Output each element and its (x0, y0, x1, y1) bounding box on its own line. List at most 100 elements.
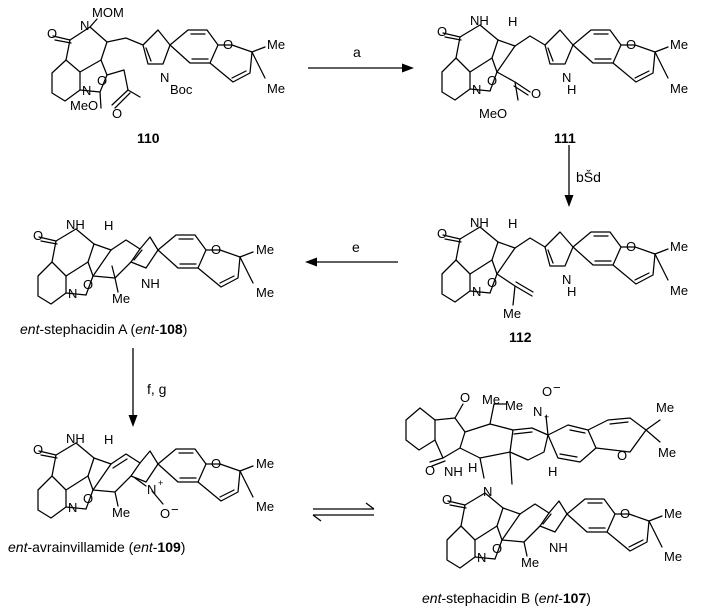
svg-text:H: H (468, 460, 477, 475)
svg-text:H: H (567, 82, 576, 97)
svg-text:+: + (158, 478, 163, 488)
svg-text:−: − (171, 502, 179, 517)
svg-text:O: O (47, 26, 57, 41)
label-ent-avrainvillamide: ent-avrainvillamide (ent-109) (8, 539, 185, 555)
svg-text:N: N (147, 482, 156, 497)
svg-text:Me: Me (267, 37, 285, 52)
structure-ent-avrainvillamide: O NH H N O Me N + O − O Me Me ent-avrain… (8, 431, 274, 555)
svg-text:N: N (472, 284, 481, 299)
label-112: 112 (509, 329, 532, 345)
svg-text:O: O (492, 541, 502, 556)
svg-text:Me: Me (656, 400, 674, 415)
svg-text:O: O (487, 73, 497, 88)
svg-text:O: O (211, 456, 221, 471)
svg-text:−: − (553, 380, 561, 395)
svg-text:O: O (97, 73, 107, 88)
svg-text:Me: Me (670, 283, 688, 298)
svg-text:N: N (160, 70, 169, 85)
svg-text:MeO: MeO (70, 98, 98, 113)
svg-text:O: O (83, 277, 93, 292)
svg-text:Me: Me (267, 81, 285, 96)
svg-text:O: O (112, 106, 122, 121)
svg-text:MOM: MOM (92, 5, 124, 20)
svg-text:NH: NH (444, 464, 463, 479)
svg-text:O: O (160, 506, 170, 521)
svg-text:+: + (544, 412, 549, 422)
svg-text:Me: Me (256, 456, 274, 471)
svg-text:NH: NH (470, 215, 489, 230)
equilibrium-arrow (312, 502, 375, 522)
svg-text:Me: Me (664, 506, 682, 521)
svg-text:N: N (562, 272, 571, 287)
svg-text:Me: Me (503, 306, 521, 321)
arrow-a: a (308, 44, 414, 73)
svg-text:O: O (33, 442, 43, 457)
arrow-bd: bŠd (564, 145, 601, 207)
svg-text:H: H (104, 432, 113, 447)
svg-text:N: N (80, 18, 89, 33)
reagent-bd: bŠd (576, 169, 601, 185)
svg-text:O: O (620, 506, 630, 521)
svg-text:N: N (477, 550, 486, 565)
svg-text:Me: Me (256, 285, 274, 300)
svg-text:Me: Me (658, 445, 676, 460)
svg-text:Me: Me (256, 242, 274, 257)
svg-text:O: O (437, 226, 447, 241)
svg-text:Me: Me (112, 505, 130, 520)
svg-text:Me: Me (256, 499, 274, 514)
svg-text:O: O (211, 242, 221, 257)
svg-text:Boc: Boc (170, 82, 193, 97)
svg-text:O: O (531, 86, 541, 101)
svg-text:N: N (68, 286, 77, 301)
svg-text:N: N (82, 83, 91, 98)
svg-text:O: O (437, 24, 447, 39)
label-ent-stephacidin-a: ent-stephacidin A (ent-108) (20, 321, 187, 337)
svg-text:Me: Me (482, 392, 500, 407)
svg-text:Me: Me (670, 81, 688, 96)
svg-text:O: O (487, 275, 497, 290)
svg-text:H: H (548, 464, 557, 479)
arrow-fg: f, g (128, 348, 166, 427)
svg-text:Me: Me (521, 555, 539, 570)
svg-text:H: H (567, 284, 576, 299)
structure-112: O NH H N O Me N H O Me Me 112 (437, 215, 688, 345)
structure-110: O N MOM N O MeO O N Boc O Me Me 110 (47, 5, 285, 146)
structure-ent-stephacidin-a: O NH H N O Me NH O Me Me ent-stephacidin… (20, 217, 274, 337)
label-110: 110 (137, 130, 160, 146)
svg-text:O: O (460, 390, 470, 405)
svg-text:O: O (626, 37, 636, 52)
svg-text:NH: NH (470, 13, 489, 28)
svg-text:NH: NH (66, 217, 85, 232)
svg-text:N: N (68, 500, 77, 515)
svg-text:Me: Me (670, 239, 688, 254)
svg-text:N: N (472, 82, 481, 97)
arrow-e: e (305, 239, 398, 267)
svg-text:Me: Me (664, 549, 682, 564)
svg-text:O: O (626, 239, 636, 254)
svg-text:H: H (508, 14, 517, 29)
svg-text:NH: NH (141, 276, 160, 291)
svg-text:N: N (562, 70, 571, 85)
svg-text:O: O (617, 448, 627, 463)
svg-text:H: H (508, 216, 517, 231)
label-ent-stephacidin-b: ent-stephacidin B (ent-107) (422, 590, 591, 606)
label-111: 111 (554, 130, 576, 146)
structure-ent-stephacidin-b: O O NH H Me Me N + O − O Me Me H O N N O… (405, 380, 682, 606)
svg-text:N: N (533, 404, 542, 419)
reagent-e: e (352, 239, 360, 255)
svg-text:Me: Me (670, 37, 688, 52)
svg-text:N: N (483, 484, 492, 499)
svg-text:NH: NH (66, 431, 85, 446)
svg-text:NH: NH (549, 540, 568, 555)
svg-text:O: O (542, 384, 552, 399)
structure-111: O NH H N O O MeO N H O Me Me 111 (437, 13, 688, 146)
svg-text:O: O (83, 491, 93, 506)
svg-text:Me: Me (112, 291, 130, 306)
reagent-fg: f, g (147, 381, 166, 397)
svg-text:O: O (223, 37, 233, 52)
svg-text:O: O (425, 463, 435, 478)
svg-text:O: O (442, 492, 452, 507)
svg-text:MeO: MeO (479, 106, 507, 121)
